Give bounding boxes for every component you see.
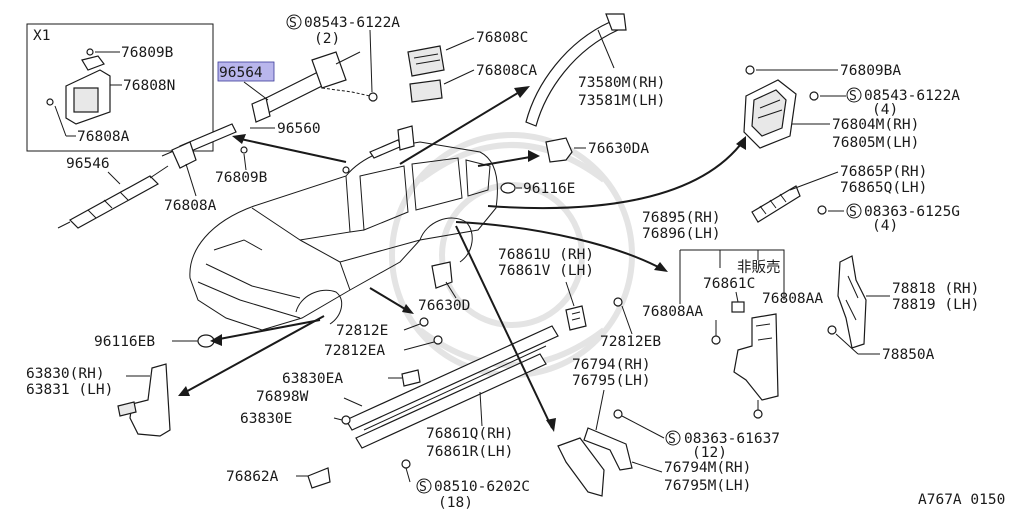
label-63830E: 63830E [240, 411, 292, 427]
screw-symbol-08363-6125G: S [846, 203, 862, 220]
label-08363-61637: 08363-61637 [684, 431, 780, 447]
label-76809B-mid: 76809B [215, 170, 268, 186]
label-76794M: 76794M(RH) [664, 460, 751, 476]
label-76809B-inset: 76809B [121, 45, 174, 61]
drawing-number: A767A 0150 [918, 492, 1005, 508]
label-76808N: 76808N [123, 78, 175, 94]
screw-symbol-08543-top: S [286, 14, 302, 31]
side-sill-molding [345, 325, 559, 449]
seal-76808C [407, 45, 445, 77]
pad-76630DA [545, 137, 573, 163]
label-08543-6122A-top: 08543-6122A [304, 15, 400, 31]
label-76895: 76895(RH) [642, 210, 721, 226]
svg-text:S: S [289, 16, 297, 31]
clip-76861C [731, 301, 745, 313]
label-qty-4b: (4) [872, 218, 898, 234]
label-78818: 78818 (RH) [892, 281, 979, 297]
label-73580M: 73580M(RH) [578, 75, 665, 91]
screw-symbol-08510: S [416, 478, 432, 495]
label-76630D: 76630D [418, 298, 470, 314]
mudflap-left [117, 363, 171, 437]
label-qty-4a: (4) [872, 102, 898, 118]
label-73581M: 73581M(LH) [578, 93, 665, 109]
label-76808CA: 76808CA [476, 63, 537, 79]
label-76896: 76896(LH) [642, 226, 721, 242]
mudflap-right [733, 313, 779, 419]
screw-symbol-08363-61637: S [665, 430, 681, 447]
label-qty-2: (2) [314, 31, 340, 47]
label-63831: 63831 (LH) [26, 382, 113, 398]
inset-x1: X1 76809B 76808N 76808A [26, 23, 214, 152]
label-76794-rh: 76794(RH) [572, 357, 651, 373]
inset-bracket [46, 48, 111, 125]
label-72812EA: 72812EA [324, 343, 385, 359]
roof-rail [342, 125, 415, 174]
label-76809BA: 76809BA [840, 63, 901, 79]
label-96116E: 96116E [523, 181, 575, 197]
label-76862A: 76862A [226, 469, 279, 485]
label-76795M: 76795M(LH) [664, 478, 751, 494]
label-76805M: 76805M(LH) [832, 135, 919, 151]
label-76861Q: 76861Q(RH) [426, 426, 513, 442]
antenna-pole [57, 165, 169, 229]
pad-76630D [431, 261, 453, 289]
highlight-96564 [217, 61, 275, 82]
bracket-76865P [751, 185, 827, 223]
mirror-76804M [743, 65, 819, 149]
inset-label: X1 [33, 28, 50, 44]
bracket-76808A [171, 141, 197, 169]
label-qty-12: (12) [692, 445, 727, 461]
label-76808A-left: 76808A [164, 198, 217, 214]
label-78819: 78819 (LH) [892, 297, 979, 313]
label-76630DA: 76630DA [588, 141, 649, 157]
clip-63830EA [401, 369, 421, 387]
label-96564: 96564 [219, 65, 263, 81]
label-08363-6125G: 08363-6125G [864, 204, 960, 220]
label-78850A: 78850A [882, 347, 935, 363]
bracket-78818 [827, 255, 867, 349]
label-76808AA-a: 76808AA [642, 304, 703, 320]
label-63830: 63830(RH) [26, 366, 105, 382]
svg-text:S: S [419, 480, 427, 495]
label-76861C: 76861C [703, 276, 755, 292]
label-76795-lh: 76795(LH) [572, 373, 651, 389]
label-76861U: 76861U (RH) [498, 247, 594, 263]
label-76861V: 76861V (LH) [498, 263, 594, 279]
label-63830EA: 63830EA [282, 371, 343, 387]
label-76808AA-b: 76808AA [762, 291, 823, 307]
label-76804M: 76804M(RH) [832, 117, 919, 133]
label-72812E: 72812E [336, 323, 388, 339]
label-08543-6122A-right: 08543-6122A [864, 88, 960, 104]
label-96116EB: 96116EB [94, 334, 155, 350]
svg-text:S: S [849, 89, 857, 104]
label-76808A-inset: 76808A [77, 129, 130, 145]
label-76898W: 76898W [256, 389, 309, 405]
bracket-76861U [565, 305, 587, 331]
label-not-sold: 非販売 [737, 259, 781, 276]
label-96560: 96560 [277, 121, 321, 137]
label-76808C: 76808C [476, 30, 528, 46]
svg-text:S: S [849, 205, 857, 220]
screw-symbol-08543-right: S [846, 87, 862, 104]
label-76865P: 76865P(RH) [840, 164, 927, 180]
seal-76808CA [409, 79, 443, 103]
label-96546: 96546 [66, 156, 110, 172]
clip-76862A [307, 467, 331, 489]
svg-text:S: S [668, 432, 676, 447]
callout-arrows [178, 86, 746, 432]
bracket-76794 [557, 409, 633, 497]
label-72812EB: 72812EB [600, 334, 661, 350]
label-76861R: 76861R(LH) [426, 444, 513, 460]
label-76865Q: 76865Q(LH) [840, 180, 927, 196]
antenna-assembly [251, 51, 378, 123]
label-08510-6202C: 08510-6202C [434, 479, 530, 495]
molding-73580M [525, 13, 627, 127]
label-qty-18: (18) [438, 495, 473, 510]
